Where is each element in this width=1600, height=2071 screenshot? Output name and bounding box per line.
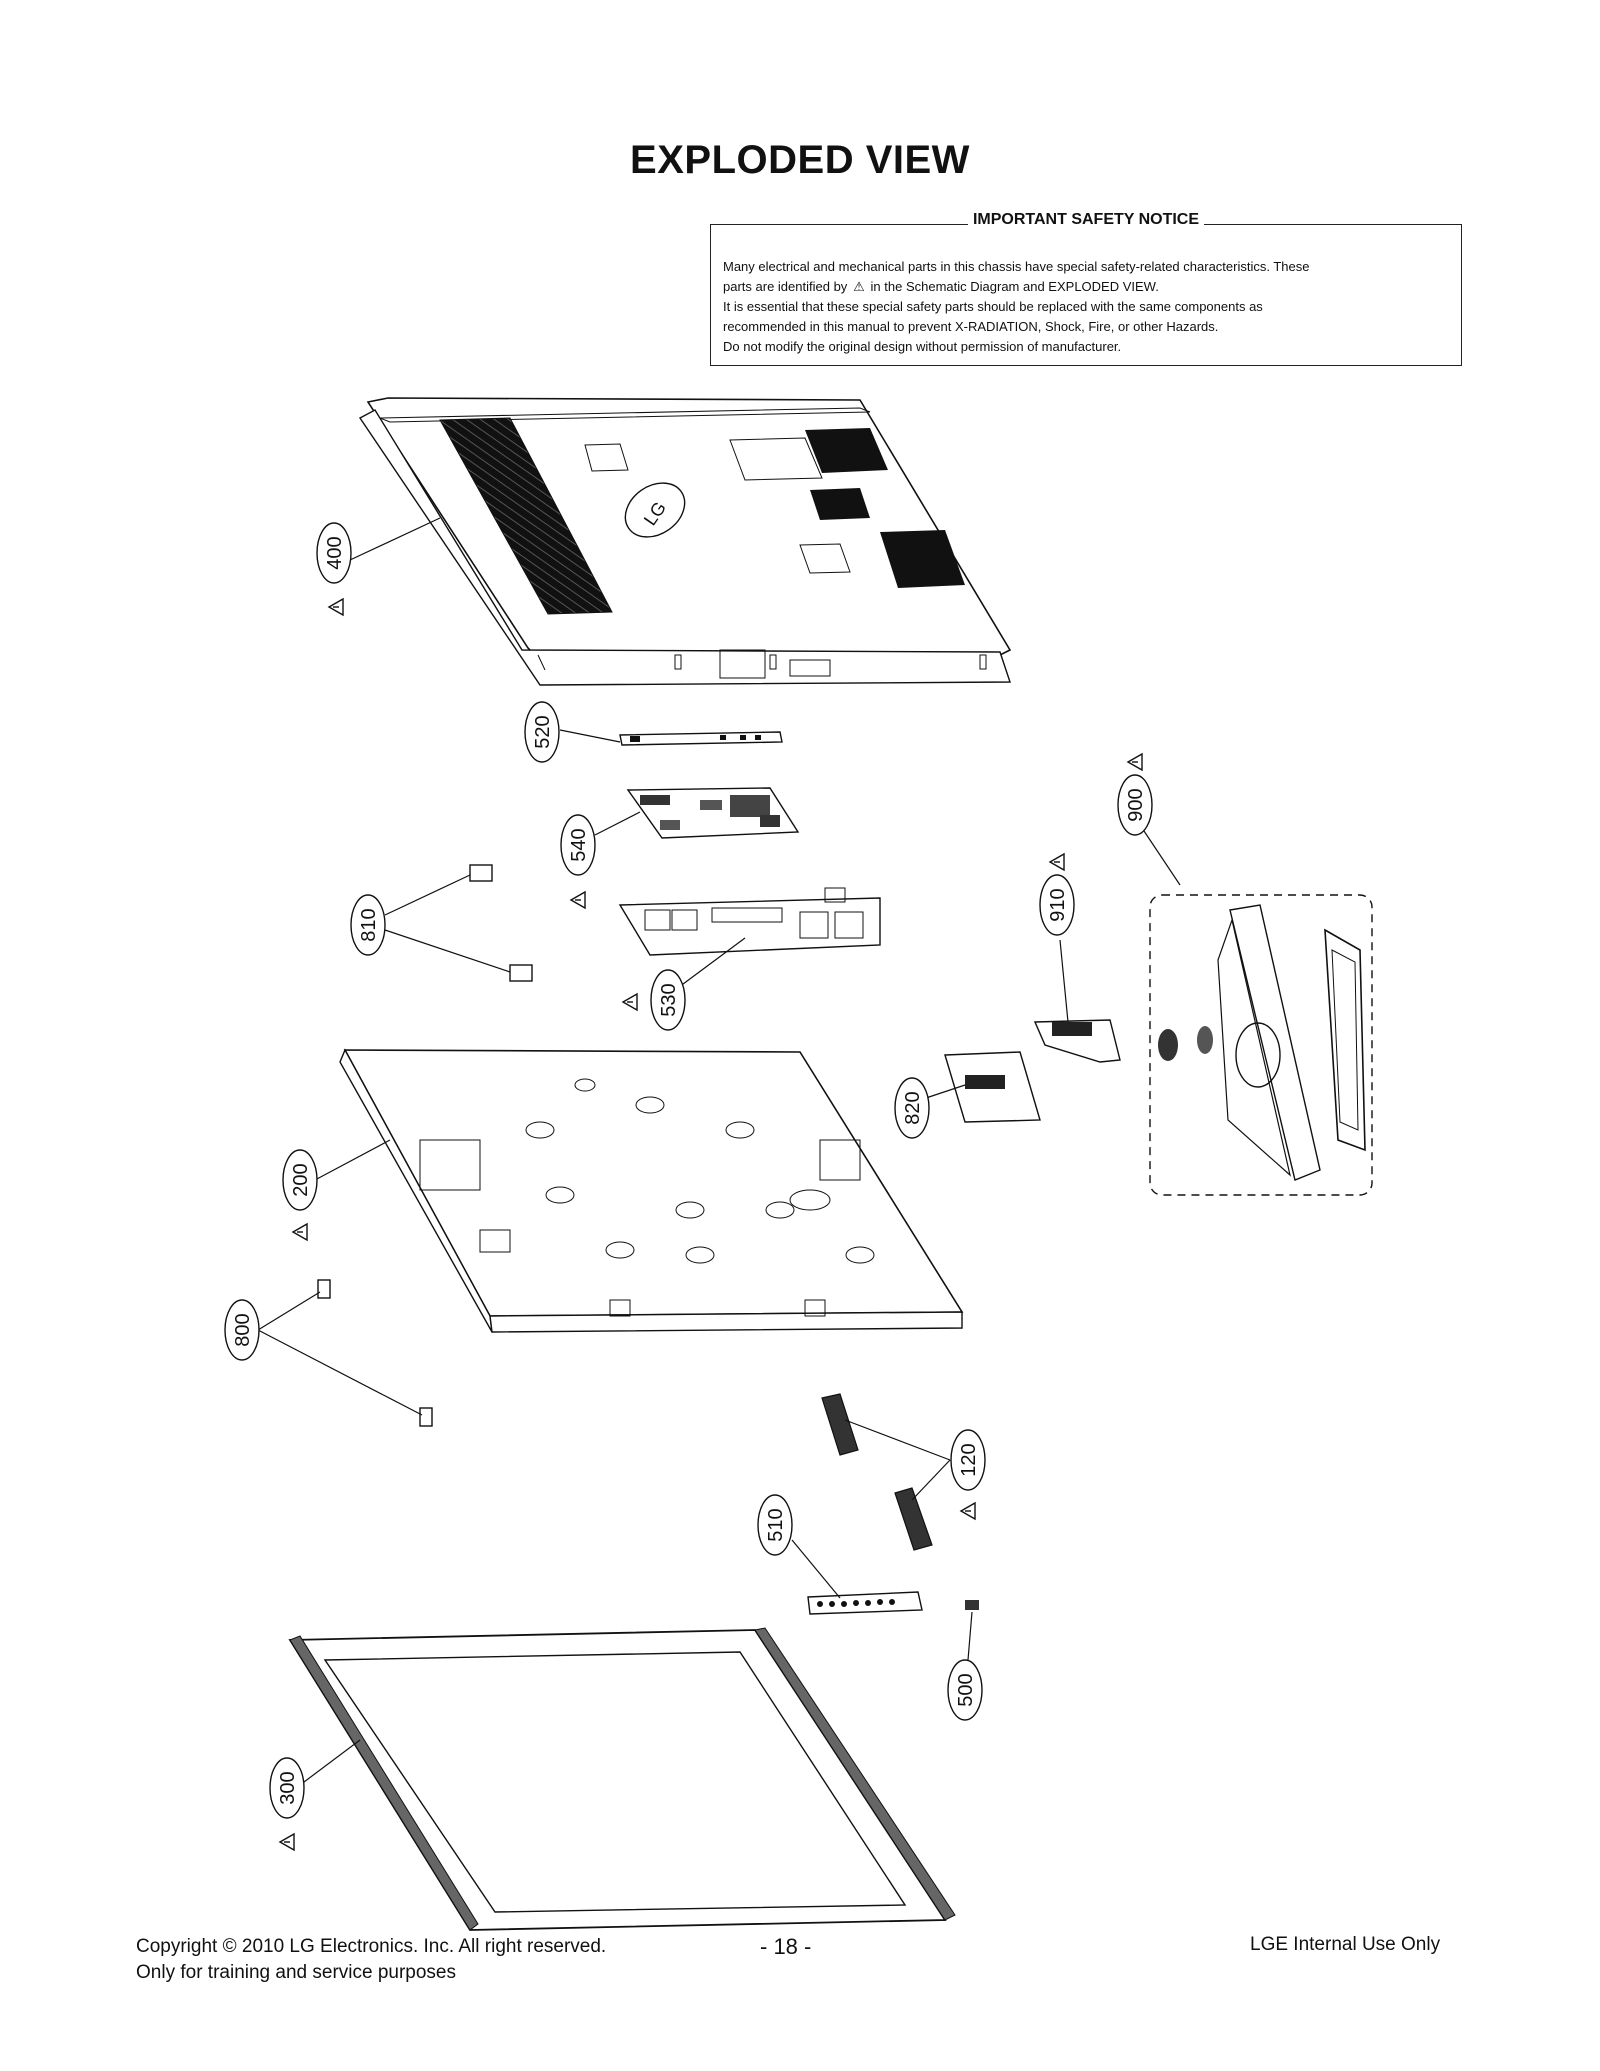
warning-triangle-icon [328, 598, 344, 616]
page-number: - 18 - [760, 1934, 812, 1959]
safety-notice-heading: IMPORTANT SAFETY NOTICE [967, 211, 1205, 228]
svg-text:800: 800 [232, 1313, 254, 1346]
notice-line-4: recommended in this manual to prevent X-… [723, 319, 1219, 334]
warning-triangle-icon [570, 891, 586, 909]
safety-notice: IMPORTANT SAFETY NOTICE Many electrical … [710, 211, 1462, 366]
bracket-910-part [1033, 1019, 1121, 1063]
warning-triangle-icon [279, 1833, 295, 1851]
warning-triangle-icon [292, 1223, 308, 1241]
copyright-line-1: Copyright © 2010 LG Electronics. Inc. Al… [136, 1936, 607, 1957]
svg-text:910: 910 [1047, 888, 1069, 921]
footer-copyright: Copyright © 2010 LG Electronics. Inc. Al… [136, 1934, 606, 1986]
callout-810: 810 [350, 894, 386, 956]
ir-board-500-part [965, 1600, 979, 1610]
callout-510: 510 [757, 1494, 793, 1556]
stand-900-part [1149, 894, 1373, 1196]
internal-use-label: LGE Internal Use Only [1250, 1934, 1441, 1955]
callout-530: 530 [622, 969, 686, 1031]
callout-520: 520 [524, 701, 560, 763]
svg-text:810: 810 [358, 908, 380, 941]
leader-lines [257, 517, 1181, 1786]
svg-text:530: 530 [658, 983, 680, 1016]
svg-text:120: 120 [958, 1443, 980, 1476]
speaker-120-part [821, 1393, 933, 1551]
safety-notice-body: Many electrical and mechanical parts in … [723, 257, 1449, 357]
callout-540: 540 [560, 814, 596, 909]
callout-120: 120 [950, 1429, 986, 1520]
key-board-510-part [807, 1591, 923, 1615]
notice-line-3: It is essential that these special safet… [723, 299, 1263, 314]
front-cabinet-300-part [288, 1627, 956, 1931]
callout-820: 820 [894, 1077, 930, 1139]
clip-800-part [317, 1279, 433, 1427]
callout-200: 200 [282, 1149, 318, 1241]
callout-900: 900 [1117, 753, 1153, 836]
callout-910: 910 [1039, 853, 1075, 936]
svg-text:510: 510 [765, 1508, 787, 1541]
svg-text:500: 500 [955, 1673, 977, 1706]
page-title: EXPLODED VIEW [630, 138, 970, 182]
warning-triangle-icon [960, 1502, 976, 1520]
rear-frame-200-part [339, 1048, 964, 1333]
callout-800: 800 [224, 1299, 260, 1361]
svg-text:400: 400 [324, 536, 346, 569]
warning-triangle-icon [1127, 753, 1143, 771]
svg-text:200: 200 [290, 1163, 312, 1196]
callout-300: 300 [269, 1757, 305, 1851]
warning-triangle-icon [622, 993, 638, 1011]
clip-810-part [469, 864, 533, 982]
power-board-530-part [618, 887, 881, 956]
svg-text:540: 540 [568, 828, 590, 861]
board-520-part [619, 731, 783, 746]
callout-500: 500 [947, 1659, 983, 1721]
notice-line-5: Do not modify the original design withou… [723, 339, 1122, 354]
svg-text:520: 520 [532, 715, 554, 748]
main-board-540-part [626, 787, 800, 839]
notice-line-2: parts are identified by ⚠ in the Schemat… [723, 277, 1449, 297]
warning-triangle-icon [1049, 853, 1065, 871]
notice-line-1: Many electrical and mechanical parts in … [723, 259, 1310, 274]
bracket-820-part [944, 1051, 1041, 1123]
back-cover-part: LG [358, 397, 1012, 686]
callout-400: 400 [316, 522, 352, 616]
svg-text:820: 820 [902, 1091, 924, 1124]
svg-text:900: 900 [1125, 788, 1147, 821]
warning-triangle-icon: ⚠ [853, 279, 865, 294]
copyright-line-2: Only for training and service purposes [136, 1962, 456, 1983]
svg-text:300: 300 [277, 1771, 299, 1804]
